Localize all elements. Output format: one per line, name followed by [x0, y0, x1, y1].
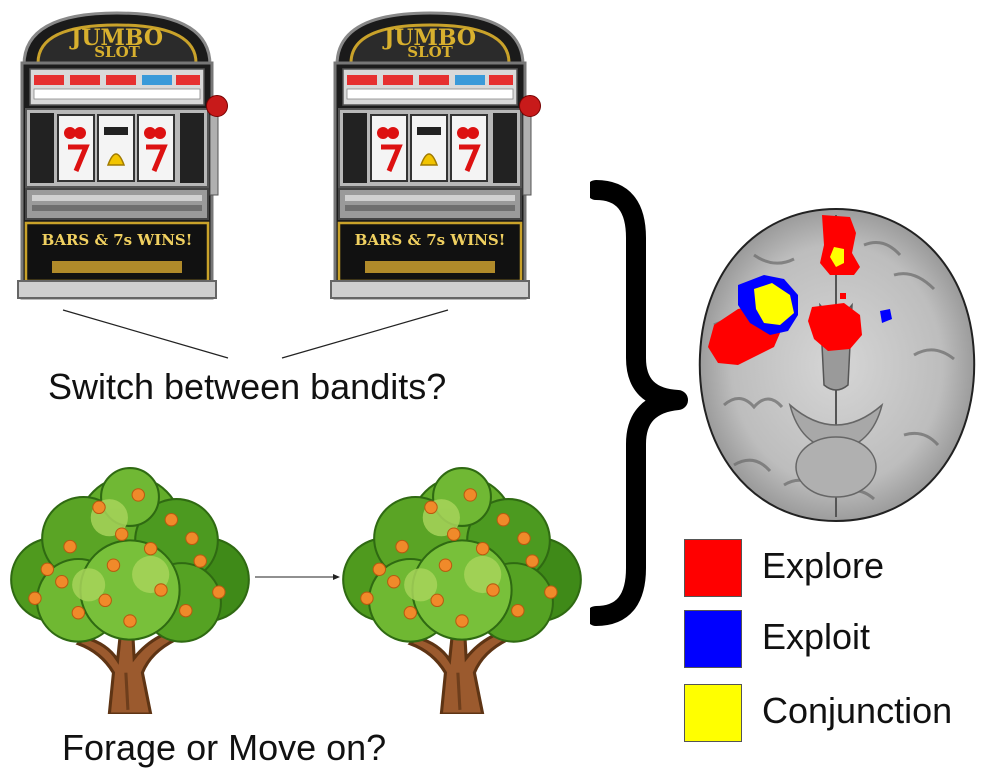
- legend-swatch-exploit: [684, 610, 742, 668]
- tree-left: [4, 466, 256, 714]
- activation-conjunction-frontal: [830, 247, 844, 267]
- brain-axial-slice: [698, 207, 976, 523]
- tree-right: [336, 466, 588, 714]
- activation-explore-small: [840, 293, 846, 299]
- activation-explore-striatum: [808, 303, 862, 351]
- activation-explore-frontal: [820, 215, 860, 275]
- tree-graphic: [336, 466, 588, 714]
- slot-brand-line2: SLOT: [94, 43, 140, 61]
- slot-machine-left: JUMBO SLOT BARS & 7s WINS!: [12, 5, 228, 300]
- lever-knob: [519, 95, 541, 117]
- connector-lines: [62, 309, 449, 580]
- legend-item-exploit: Exploit: [684, 610, 1000, 670]
- caption-switch-bandits: Switch between bandits?: [48, 366, 447, 407]
- legend-swatch-explore: [684, 539, 742, 597]
- slot-brand-line1: JUMBO: [383, 25, 477, 51]
- activation-exploit-right: [880, 309, 892, 323]
- legend-label-exploit: Exploit: [762, 616, 871, 657]
- legend-label-conjunction: Conjunction: [762, 690, 953, 731]
- lever-knob: [206, 95, 228, 117]
- legend-label-explore: Explore: [762, 545, 885, 586]
- legend-item-conjunction: Conjunction: [684, 684, 1000, 744]
- caption-forage-move: Forage or Move on?: [62, 727, 387, 768]
- legend-swatch-conjunction: [684, 684, 742, 742]
- slot-banner-text: BARS & 7s WINS!: [354, 231, 506, 249]
- slot-brand-line1: JUMBO: [70, 25, 164, 51]
- tree-graphic: [4, 466, 256, 714]
- legend-item-explore: Explore: [684, 539, 1000, 599]
- curly-brace: [590, 180, 688, 626]
- slot-brand-line2: SLOT: [407, 43, 453, 61]
- slot-machine-right: JUMBO SLOT BARS & 7s WINS!: [325, 5, 541, 300]
- slot-banner-text: BARS & 7s WINS!: [41, 231, 193, 249]
- activation-conjunction-left: [754, 283, 794, 325]
